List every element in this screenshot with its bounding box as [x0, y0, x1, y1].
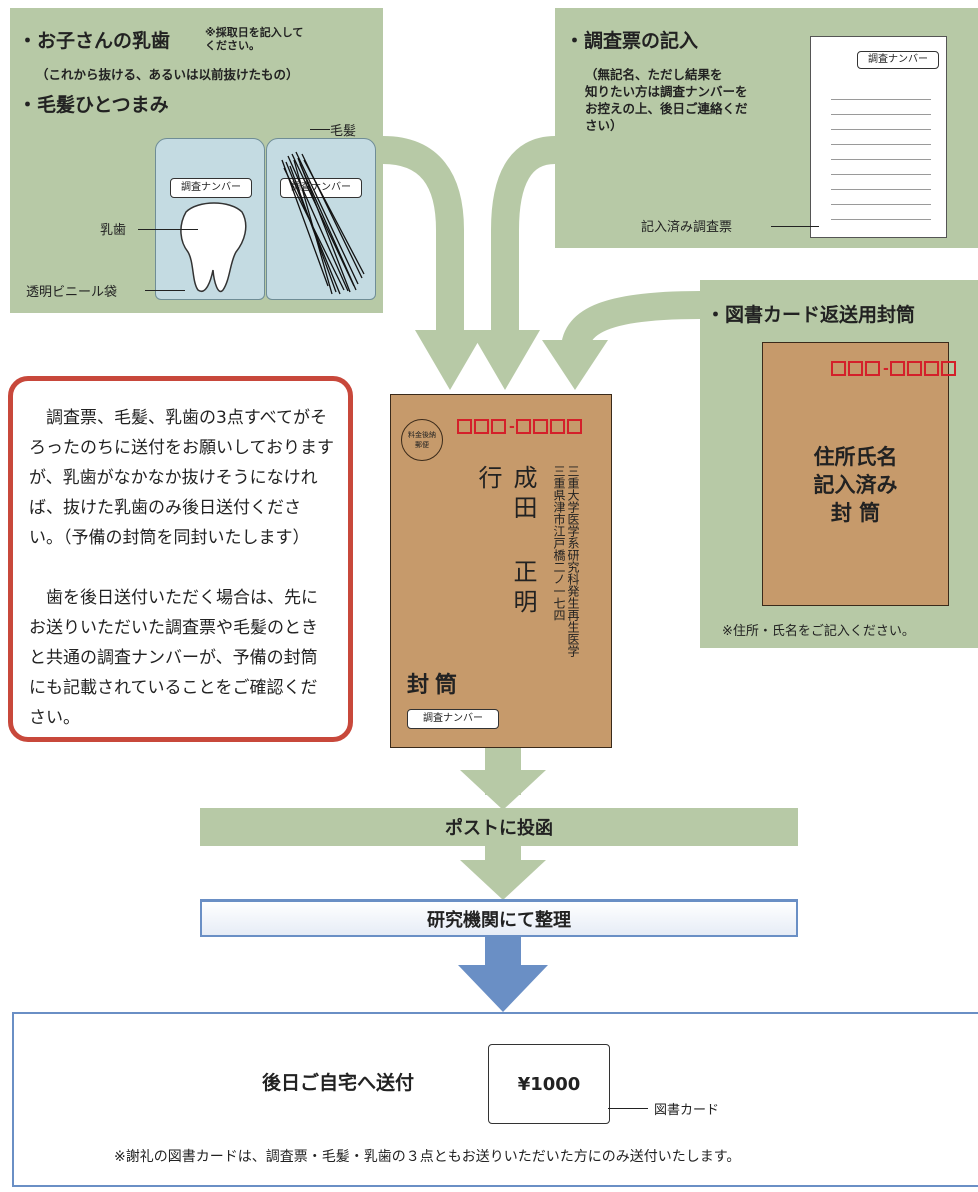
result-box: 後日ご自宅へ送付 ¥1000 図書カード ※謝礼の図書カードは、調査票・毛髪・乳… — [12, 1012, 978, 1187]
hair-callout: 毛髪 — [330, 124, 357, 139]
return-postal-boxes: - — [831, 361, 958, 380]
baby-tooth-title: ・お子さんの乳歯 — [18, 30, 171, 52]
main-postal-boxes: - — [457, 419, 584, 438]
hair-callout-line — [310, 129, 330, 130]
baby-tooth-note: ※採取日を記入して ください。 — [205, 26, 304, 52]
envelope-label: 封筒 — [407, 673, 464, 698]
arrowhead-samples — [415, 330, 485, 390]
survey-sheet-callout: 記入済み調査票 — [641, 220, 733, 235]
return-envelope-panel: ・図書カード返送用封筒 - 住所氏名 記入済み 封 筒 ※住所・氏名をご記入くだ… — [700, 280, 978, 648]
samples-panel: ・お子さんの乳歯 ※採取日を記入して ください。 （これから抜ける、あるいは以前… — [10, 8, 383, 313]
organize-step-bar: 研究機関にて整理 — [200, 899, 798, 937]
bag-callout: 透明ビニール袋 — [26, 285, 118, 300]
postage-stamp-mark: 料金後納 郵便 — [401, 419, 443, 461]
return-envelope: - 住所氏名 記入済み 封 筒 — [762, 342, 956, 606]
tooth-callout: 乳歯 — [100, 223, 127, 238]
gift-card-callout: 図書カード — [654, 1103, 720, 1118]
post-step-bar: ポストに投函 — [200, 808, 798, 846]
envelope-number-label: 調査ナンバー — [407, 709, 499, 729]
notice-box: 調査票、毛髪、乳歯の3点すべてがそろったのちに送付をお願いしておりますが、乳歯が… — [8, 376, 353, 742]
result-footnote: ※謝礼の図書カードは、調査票・毛髪・乳歯の３点ともお送りいただいた方にのみ送付い… — [114, 1149, 741, 1165]
hair-icon — [281, 151, 365, 295]
baby-tooth-subtitle: （これから抜ける、あるいは以前抜けたもの） — [36, 67, 299, 82]
post-step-label: ポストに投函 — [445, 818, 553, 839]
bag-callout-line — [145, 290, 185, 291]
recipient-name: 成田 正明 行 — [474, 465, 537, 619]
survey-sheet: 調査ナンバー — [810, 36, 947, 238]
main-envelope: 料金後納 郵便 - 成田 正明 行 三重県津市江戸橋二ノ一七四 三重大学医学系研… — [390, 394, 612, 748]
survey-sheet-callout-line — [771, 226, 819, 227]
survey-sheet-label: 調査ナンバー — [857, 51, 939, 69]
notice-paragraph-2: 歯を後日送付いただく場合は、先にお送りいただいた調査票や毛髪のときと共通の調査ナ… — [29, 588, 318, 728]
postage-stamp-text: 料金後納 郵便 — [408, 431, 436, 449]
arrowhead-survey — [470, 330, 540, 390]
arrow-from-survey — [491, 136, 557, 340]
organize-step-label: 研究機関にて整理 — [427, 909, 571, 931]
arrowhead-return — [542, 340, 608, 390]
arrow-from-samples — [382, 136, 464, 340]
return-note: ※住所・氏名をご記入ください。 — [722, 624, 915, 639]
survey-note: （無記名、ただし結果を 知りたい方は調査ナンバーを お控えの上、後日ご連絡くだ … — [585, 67, 748, 133]
gift-card-value: ¥1000 — [517, 1073, 581, 1095]
arrowhead-to-result — [458, 965, 548, 1012]
return-envelope-text: 住所氏名 記入済み 封 筒 — [813, 445, 898, 525]
arrowhead-to-organize — [460, 860, 546, 900]
address-line-1: 三重県津市江戸橋二ノ一七四 — [552, 465, 566, 621]
return-postal-dash: - — [883, 361, 889, 377]
return-title: ・図書カード返送用封筒 — [706, 304, 916, 326]
gift-card-callout-line — [608, 1108, 648, 1109]
gift-card: ¥1000 — [488, 1044, 610, 1124]
hair-title: ・毛髪ひとつまみ — [18, 94, 169, 116]
tooth-callout-line — [138, 229, 198, 230]
notice-paragraph-1: 調査票、毛髪、乳歯の3点すべてがそろったのちに送付をお願いしておりますが、乳歯が… — [29, 408, 334, 548]
address-line-2: 三重大学医学系研究科発生再生医学 — [566, 465, 580, 657]
result-title: 後日ご自宅へ送付 — [262, 1072, 415, 1094]
survey-sheet-lines — [831, 85, 931, 225]
survey-title: ・調査票の記入 — [565, 30, 699, 52]
arrowhead-to-post — [460, 770, 546, 810]
survey-panel: ・調査票の記入 （無記名、ただし結果を 知りたい方は調査ナンバーを お控えの上、… — [555, 8, 978, 248]
tooth-icon — [180, 202, 247, 293]
bag-label-left: 調査ナンバー — [170, 178, 252, 198]
